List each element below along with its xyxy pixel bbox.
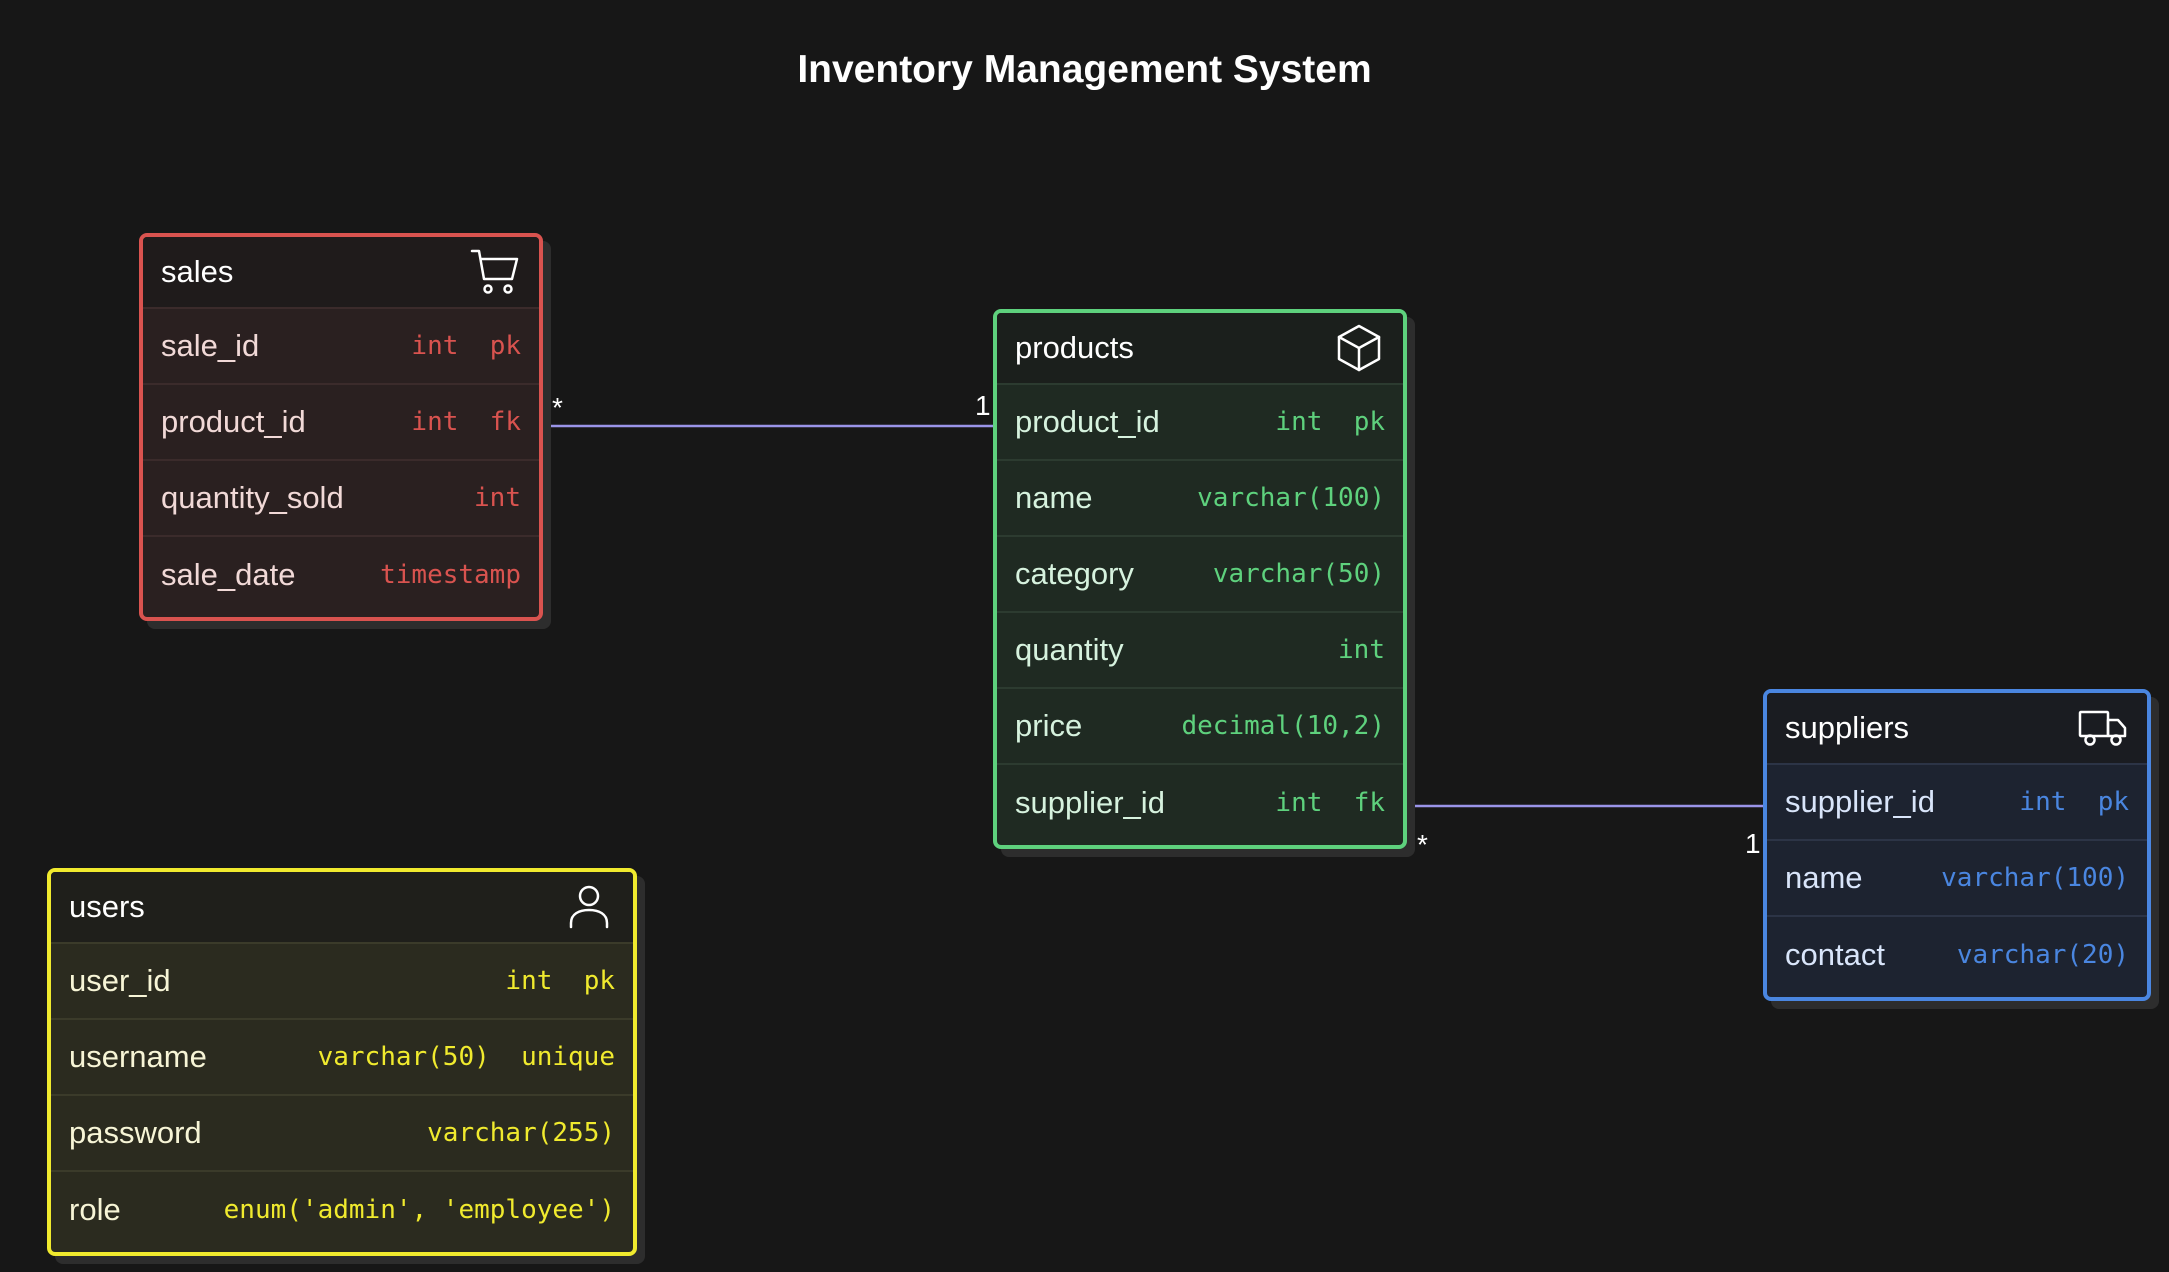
column-type: int xyxy=(1338,635,1385,665)
column-row[interactable]: user_id int pk xyxy=(51,944,633,1020)
column-name: user_id xyxy=(69,963,171,998)
column-name: product_id xyxy=(1015,404,1160,439)
column-name: quantity xyxy=(1015,632,1124,667)
entity-name: suppliers xyxy=(1785,710,1910,745)
column-row[interactable]: username varchar(50) unique xyxy=(51,1020,633,1096)
column-name: supplier_id xyxy=(1785,784,1935,819)
column-name: product_id xyxy=(161,404,306,439)
cardinality-one-products: 1 xyxy=(975,390,991,421)
column-type: enum('admin', 'employee') xyxy=(223,1195,615,1225)
column-name: sale_date xyxy=(161,557,296,592)
column-row[interactable]: category varchar(50) xyxy=(997,537,1403,613)
user-icon xyxy=(563,881,615,933)
column-row[interactable]: supplier_id int pk xyxy=(1767,765,2147,841)
column-type: int fk xyxy=(411,407,521,437)
entity-header[interactable]: products xyxy=(997,313,1403,385)
column-name: name xyxy=(1785,860,1863,895)
entity-users[interactable]: users user_id int pk username varchar(50… xyxy=(47,868,637,1256)
column-name: password xyxy=(69,1115,202,1150)
shopping-cart-icon xyxy=(469,246,521,298)
column-row[interactable]: role enum('admin', 'employee') xyxy=(51,1172,633,1248)
entity-suppliers[interactable]: suppliers supplier_id int pk name varcha… xyxy=(1763,689,2151,1001)
column-row[interactable]: quantity int xyxy=(997,613,1403,689)
cardinality-one-suppliers: 1 xyxy=(1745,828,1761,859)
column-row[interactable]: product_id int fk xyxy=(143,385,539,461)
column-row[interactable]: name varchar(100) xyxy=(1767,841,2147,917)
column-name: supplier_id xyxy=(1015,785,1165,820)
column-name: contact xyxy=(1785,937,1885,972)
column-row[interactable]: price decimal(10,2) xyxy=(997,689,1403,765)
column-row[interactable]: sale_id int pk xyxy=(143,309,539,385)
box-icon xyxy=(1333,322,1385,374)
cardinality-many-sales: * xyxy=(552,392,563,423)
truck-icon xyxy=(2077,702,2129,754)
column-name: quantity_sold xyxy=(161,480,344,515)
column-type: int fk xyxy=(1275,788,1385,818)
entity-sales[interactable]: sales sale_id int pk product_id int fk q… xyxy=(139,233,543,621)
entity-header[interactable]: sales xyxy=(143,237,539,309)
column-row[interactable]: password varchar(255) xyxy=(51,1096,633,1172)
entity-name: users xyxy=(69,889,145,924)
column-type: decimal(10,2) xyxy=(1181,711,1386,741)
column-row[interactable]: quantity_sold int xyxy=(143,461,539,537)
entity-header[interactable]: suppliers xyxy=(1767,693,2147,765)
column-type: varchar(50) xyxy=(1212,559,1385,589)
column-name: sale_id xyxy=(161,328,260,363)
column-name: username xyxy=(69,1039,207,1074)
entity-products[interactable]: products product_id int pk name varchar(… xyxy=(993,309,1407,849)
column-name: category xyxy=(1015,556,1134,591)
column-type: int pk xyxy=(2019,787,2129,817)
column-type: varchar(255) xyxy=(427,1118,615,1148)
column-type: timestamp xyxy=(380,560,521,590)
entity-name: products xyxy=(1015,330,1134,365)
column-name: role xyxy=(69,1192,121,1227)
column-type: varchar(50) unique xyxy=(317,1042,615,1072)
column-row[interactable]: product_id int pk xyxy=(997,385,1403,461)
cardinality-many-products: * xyxy=(1417,829,1428,860)
column-row[interactable]: sale_date timestamp xyxy=(143,537,539,613)
column-row[interactable]: supplier_id int fk xyxy=(997,765,1403,841)
column-name: name xyxy=(1015,480,1093,515)
column-type: int pk xyxy=(505,966,615,996)
diagram-title: Inventory Management System xyxy=(797,48,1372,91)
column-type: int pk xyxy=(411,331,521,361)
column-row[interactable]: name varchar(100) xyxy=(997,461,1403,537)
column-type: int pk xyxy=(1275,407,1385,437)
entity-name: sales xyxy=(161,254,234,289)
column-row[interactable]: contact varchar(20) xyxy=(1767,917,2147,993)
column-type: varchar(100) xyxy=(1197,483,1385,513)
column-type: int xyxy=(474,483,521,513)
column-type: varchar(20) xyxy=(1956,940,2129,970)
column-name: price xyxy=(1015,708,1083,743)
column-type: varchar(100) xyxy=(1941,863,2129,893)
entity-header[interactable]: users xyxy=(51,872,633,944)
